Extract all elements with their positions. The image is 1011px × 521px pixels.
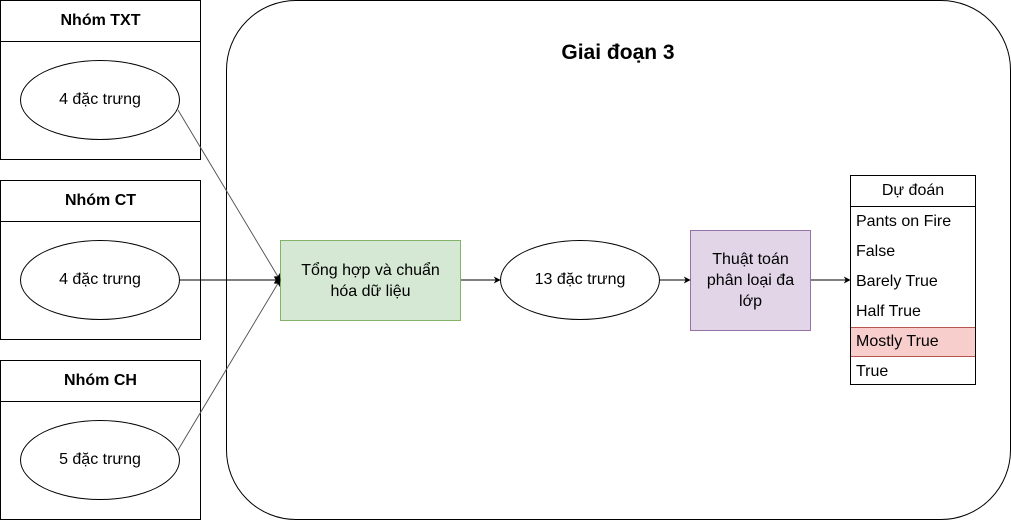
prediction-item: False (856, 243, 896, 260)
prediction-item: Half True (856, 303, 921, 320)
group-txt-feature: 4 đặc trưng (20, 60, 180, 140)
prediction-item: Barely True (856, 273, 938, 290)
algorithm-box: Thuật toán phân loại đa lớp (690, 230, 811, 331)
group-ct-title: Nhóm CT (1, 181, 200, 222)
prediction-header: Dự đoán (851, 176, 975, 207)
combined-features: 13 đặc trưng (500, 240, 660, 320)
prediction-list: Dự đoán Pants on Fire False Barely True … (850, 175, 976, 385)
prediction-item: True (856, 363, 889, 380)
group-ch-title: Nhóm CH (1, 361, 200, 402)
group-txt-title: Nhóm TXT (1, 1, 200, 42)
group-ct-feature: 4 đặc trưng (20, 240, 180, 320)
prediction-item-highlighted: Mostly True (851, 327, 975, 357)
aggregate-box: Tổng hợp và chuẩn hóa dữ liệu (280, 240, 461, 321)
stage-title: Giai đoạn 3 (561, 41, 675, 64)
prediction-item: Pants on Fire (856, 213, 952, 230)
group-ch-feature: 5 đặc trưng (20, 420, 180, 500)
